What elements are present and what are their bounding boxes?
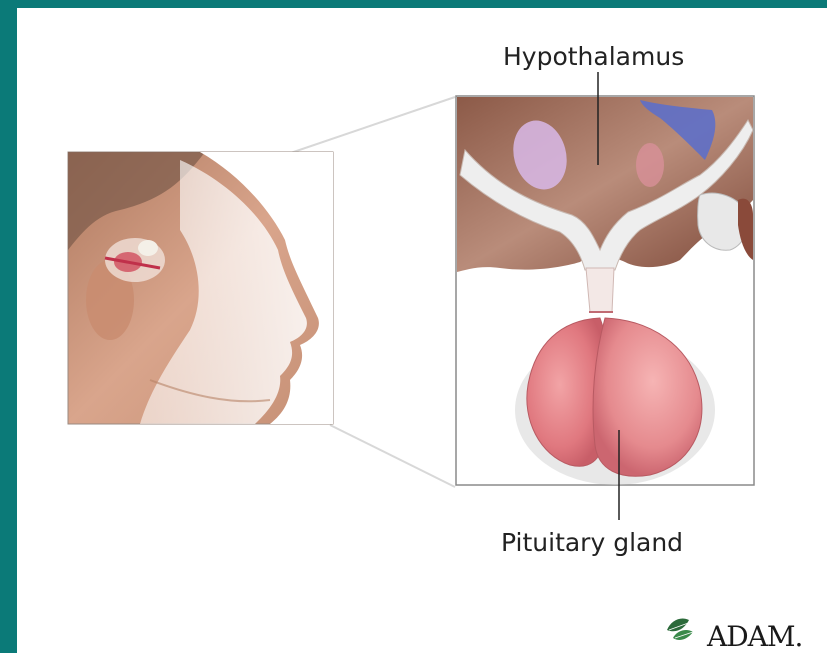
anatomy-illustration [17, 8, 827, 653]
zoom-connector-bottom [330, 425, 455, 487]
zoom-panel [456, 96, 754, 485]
leaf-icon [667, 618, 693, 640]
pituitary-gland-label: Pituitary gland [501, 528, 683, 557]
diagram-frame: Hypothalamus Pituitary gland ADAM. [17, 8, 827, 653]
head-inset [68, 152, 333, 424]
hypothalamus-label: Hypothalamus [503, 42, 684, 71]
adam-logo: ADAM. [707, 620, 802, 653]
zoom-connector-top [270, 97, 455, 160]
